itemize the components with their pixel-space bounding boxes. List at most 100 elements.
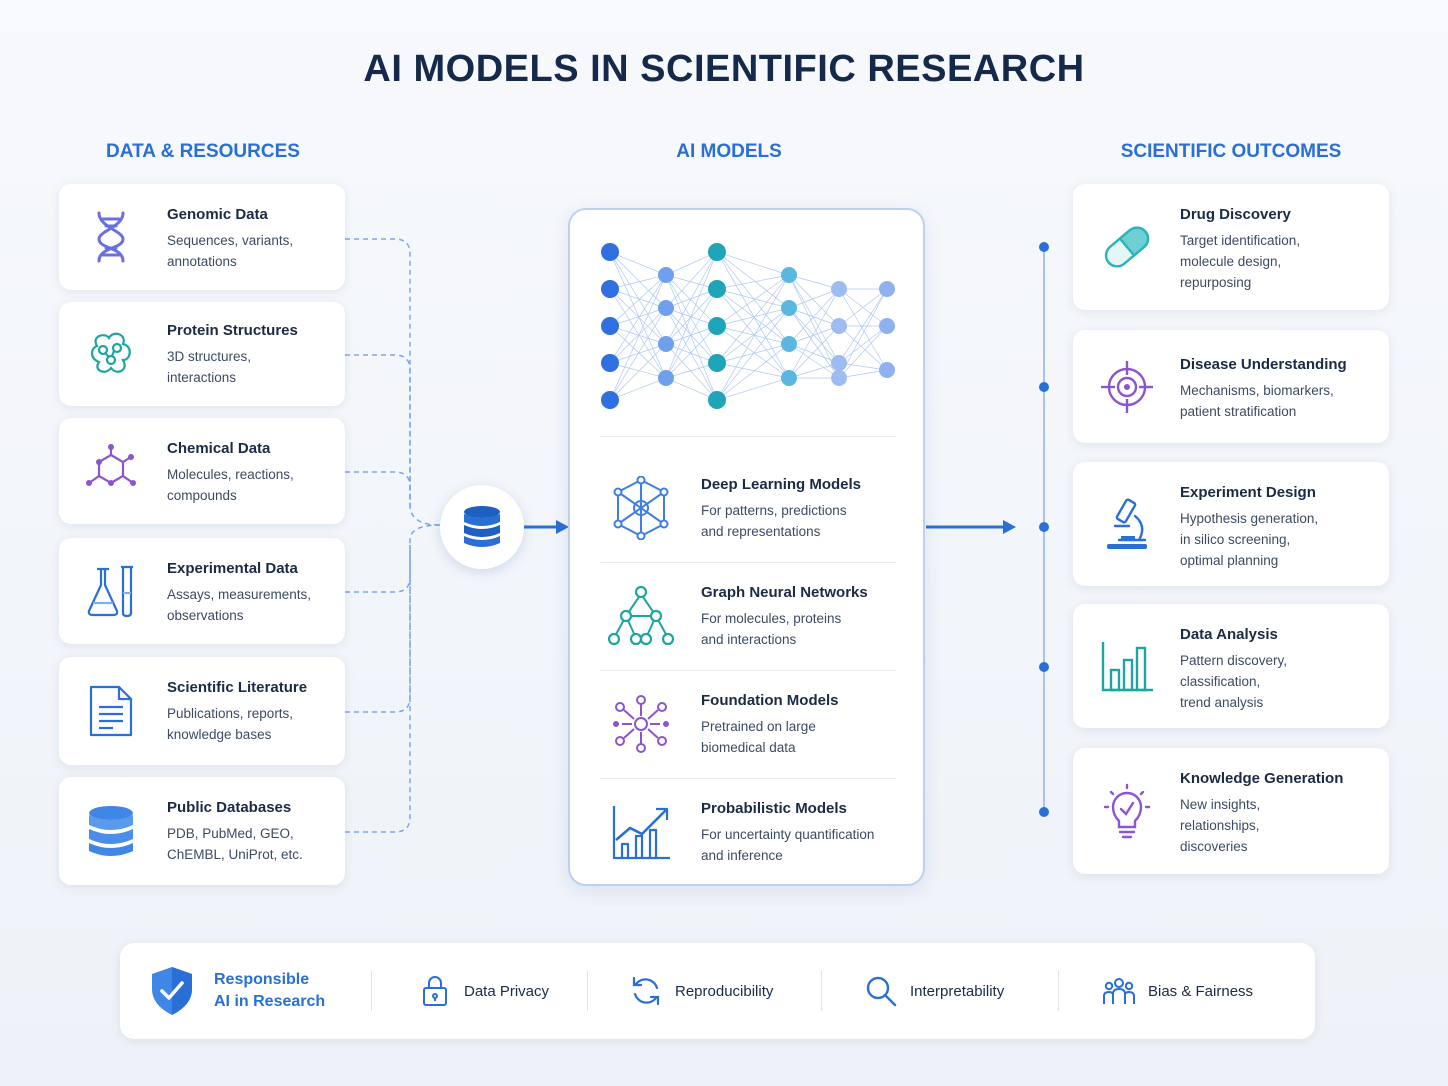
nn-edge	[838, 325, 888, 364]
item-label: Data Privacy	[464, 982, 550, 1000]
card-desc: Mechanisms, biomarkers, patient stratifi…	[1180, 383, 1334, 419]
pill-icon	[1099, 219, 1155, 275]
nn-edge	[665, 307, 718, 364]
nn-edge	[838, 325, 888, 379]
nn-node	[708, 354, 726, 372]
nn-node	[658, 267, 674, 283]
responsible-ai-bar: Responsible AI in Research Data Privacy …	[120, 943, 1315, 1039]
column-header-models: AI MODELS	[676, 141, 782, 162]
nn-edge	[609, 307, 667, 327]
item-label: Interpretability	[910, 982, 1005, 1000]
nn-node	[831, 281, 847, 297]
nn-edge	[609, 274, 667, 327]
model-foundation: Foundation Models Pretrained on large bi…	[570, 668, 925, 776]
nn-edge	[609, 274, 667, 290]
nn-edge	[609, 307, 667, 401]
card-experiment-design: Experiment Design Hypothesis generation,…	[1073, 462, 1389, 586]
nn-node	[831, 318, 847, 334]
nn-edge	[788, 343, 840, 379]
nn-edge	[609, 251, 667, 379]
card-desc: 3D structures, interactions	[167, 349, 252, 385]
nn-edge	[716, 307, 790, 401]
nn-edge	[665, 307, 718, 401]
network-icon	[606, 476, 676, 540]
nn-edge	[716, 325, 790, 345]
nn-edge	[788, 274, 840, 364]
nn-edge	[716, 325, 790, 379]
card-public-databases: Public Databases PDB, PubMed, GEO, ChEMB…	[59, 777, 345, 885]
molecule-icon	[83, 443, 139, 499]
card-title: Drug Discovery	[1180, 206, 1291, 223]
nn-edge	[716, 377, 790, 401]
card-desc: Pattern discovery, classification, trend…	[1180, 653, 1288, 710]
nn-edge	[609, 377, 667, 401]
card-scientific-literature: Scientific Literature Publications, repo…	[59, 657, 345, 765]
search-icon	[866, 976, 897, 1007]
card-desc: Molecules, reactions, compounds	[167, 467, 294, 503]
card-desc: Hypothesis generation, in silico screeni…	[1180, 511, 1319, 568]
nn-edge	[716, 251, 790, 309]
nn-edge	[788, 288, 840, 309]
nn-edge	[838, 288, 888, 379]
column-header-data: DATA & RESOURCES	[106, 141, 300, 162]
nn-edge	[609, 325, 667, 379]
hub-nodes-icon	[606, 692, 676, 756]
nn-edge	[716, 288, 790, 345]
nn-edge	[665, 343, 718, 401]
model-title: Deep Learning Models	[701, 476, 862, 493]
nn-edge	[716, 274, 790, 290]
page-title: AI MODELS IN SCIENTIFIC RESEARCH	[363, 48, 1085, 90]
lightbulb-icon	[1099, 783, 1155, 839]
nn-edge	[838, 288, 888, 364]
card-title: Disease Understanding	[1180, 356, 1347, 373]
nn-node	[708, 243, 726, 261]
model-gnn: Graph Neural Networks For molecules, pro…	[570, 560, 925, 668]
nn-edge	[609, 274, 667, 364]
nn-edge	[788, 274, 840, 379]
card-title: Genomic Data	[167, 206, 268, 223]
card-desc: Target identification, molecule design, …	[1180, 233, 1301, 290]
flask-icon	[83, 563, 139, 619]
model-title: Graph Neural Networks	[701, 584, 868, 601]
nn-edge	[716, 343, 790, 401]
nn-edge	[788, 288, 840, 345]
nn-edge	[788, 288, 840, 379]
nn-edge	[665, 325, 718, 379]
nn-edge	[609, 288, 667, 345]
nn-edge	[838, 369, 888, 379]
microscope-icon	[1099, 496, 1155, 552]
item-bias-fairness: Bias & Fairness	[1102, 943, 1253, 1039]
model-desc: Pretrained on large biomedical data	[701, 719, 816, 755]
card-genomic-data: Genomic Data Sequences, variants, annota…	[59, 184, 345, 290]
nn-edge	[665, 343, 718, 364]
model-desc: For molecules, proteins and interactions	[701, 611, 842, 647]
lock-icon	[423, 976, 447, 1006]
data-hub	[440, 485, 524, 569]
nn-node	[879, 362, 895, 378]
item-reproducibility: Reproducibility	[629, 943, 773, 1039]
card-title: Knowledge Generation	[1180, 770, 1344, 787]
nn-edge	[716, 362, 790, 379]
nn-edge	[716, 274, 790, 364]
ai-models-panel: Deep Learning Models For patterns, predi…	[568, 208, 925, 886]
model-title: Probabilistic Models	[701, 800, 847, 817]
graph-icon	[606, 584, 676, 648]
nn-edge	[838, 288, 888, 371]
nn-edge	[788, 325, 840, 379]
nn-edge	[788, 343, 840, 364]
card-title: Protein Structures	[167, 322, 298, 339]
nn-node	[601, 243, 619, 261]
nn-edge	[665, 274, 718, 327]
nn-node	[658, 300, 674, 316]
card-title: Data Analysis	[1180, 626, 1278, 643]
nn-edge	[609, 288, 667, 379]
database-icon	[464, 506, 500, 547]
nn-edge	[716, 274, 790, 327]
model-desc: For uncertainty quantification and infer…	[701, 827, 875, 863]
nn-node	[601, 317, 619, 335]
nn-edge	[788, 307, 840, 379]
nn-edge	[609, 251, 667, 276]
nn-edge	[665, 251, 718, 345]
nn-edge	[609, 307, 667, 364]
nn-node	[708, 280, 726, 298]
